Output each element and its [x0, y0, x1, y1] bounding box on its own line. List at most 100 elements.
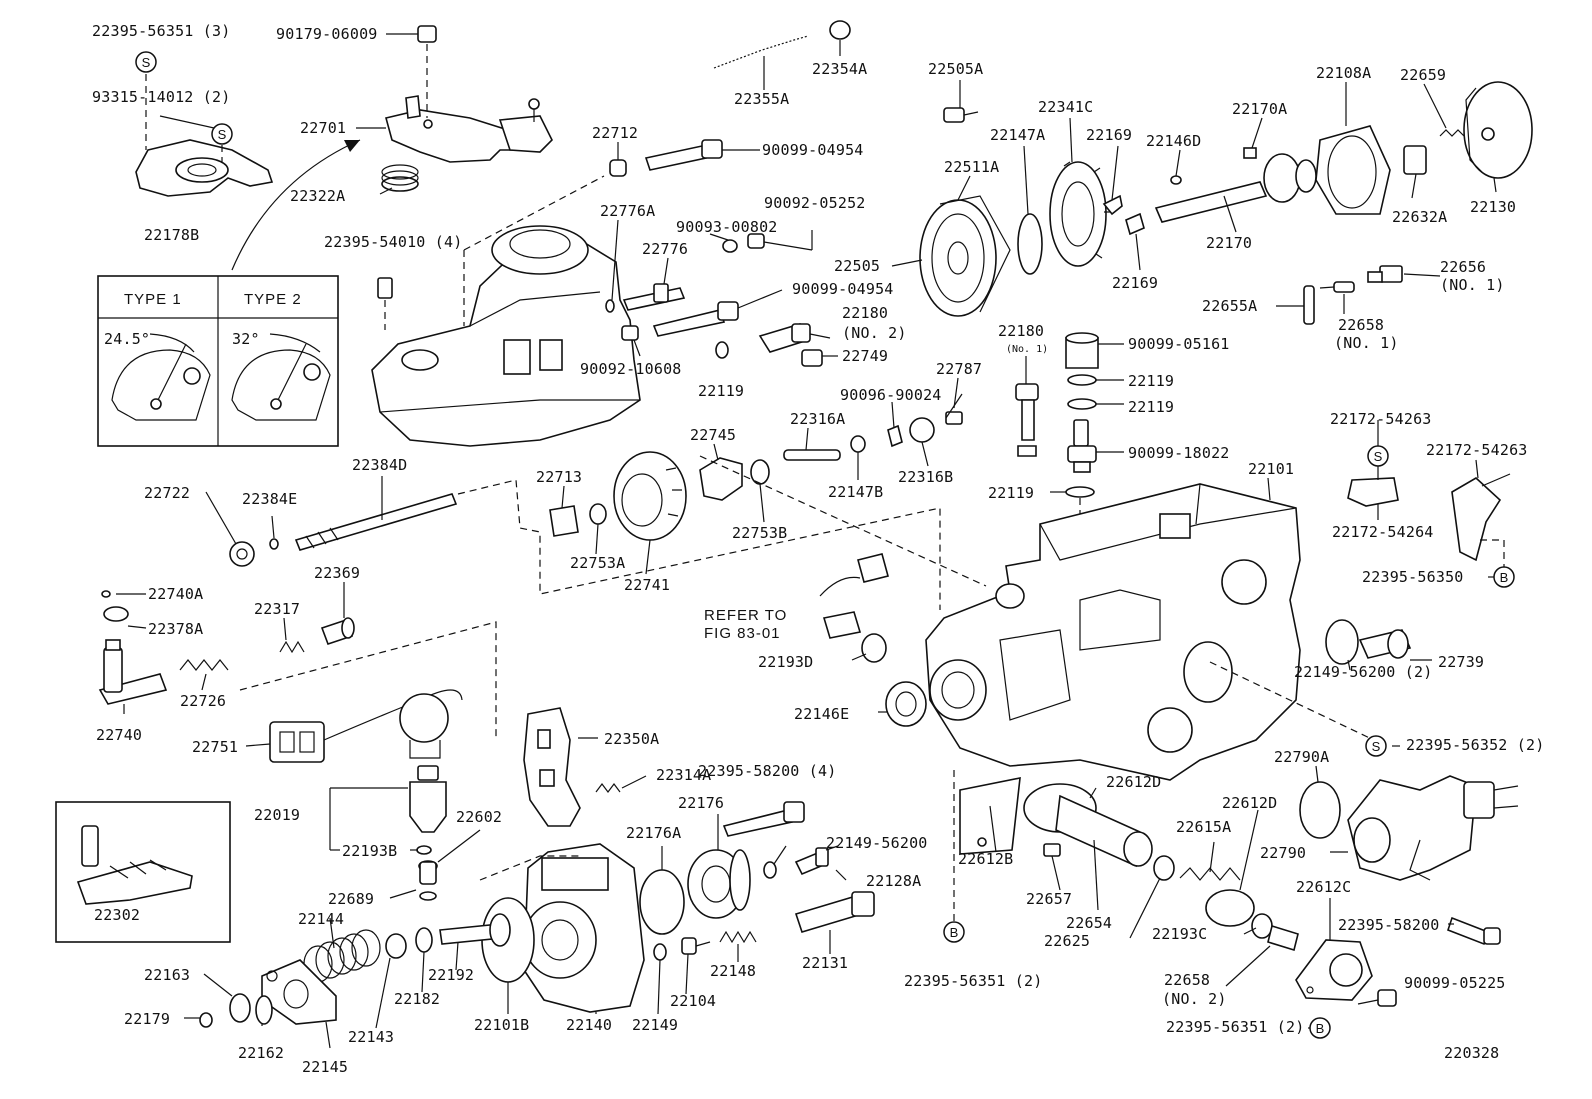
type1-label: TYPE 1 — [124, 291, 182, 308]
part-22740-lever — [98, 639, 168, 705]
label-22193C: 22193C — [1152, 925, 1207, 943]
label-22170: 22170 — [1206, 234, 1252, 252]
part-22169-key-b — [1125, 212, 1145, 236]
diagram-id: 220328 — [1444, 1044, 1499, 1062]
label-22713: 22713 — [536, 468, 582, 486]
part-22722-nut — [229, 541, 255, 567]
part-22104-screw — [681, 937, 711, 955]
part-22350A-bracket — [523, 707, 581, 827]
label-22739: 22739 — [1438, 653, 1484, 671]
label-22162: 22162 — [238, 1044, 284, 1062]
part-22170-shaft — [1154, 153, 1317, 223]
label-22314A: 22314A — [656, 766, 711, 784]
part-refer-pipe — [819, 553, 889, 639]
part-22180-no2-valve — [758, 323, 811, 353]
part-22659-spring — [1439, 129, 1465, 137]
label-22176: 22176 — [678, 794, 724, 812]
svg-text:B: B — [1500, 570, 1509, 585]
label-22726: 22726 — [180, 692, 226, 710]
label-22395-58200-4: 22395-58200 (4) — [698, 762, 836, 780]
type1-angle: 24.5° — [104, 330, 150, 348]
label-22790A: 22790A — [1274, 748, 1329, 766]
label-22395-56351-2a: 22395-56351 (2) — [904, 972, 1042, 990]
part-90179-06009-nut — [417, 25, 437, 43]
label-22701: 22701 — [300, 119, 346, 137]
label-22104: 22104 — [670, 992, 716, 1010]
label-22354A: 22354A — [812, 60, 867, 78]
label-22101B: 22101B — [474, 1016, 529, 1034]
label-22740A: 22740A — [148, 585, 203, 603]
label-22317: 22317 — [254, 600, 300, 618]
part-22632A-plate — [1403, 145, 1427, 175]
label-90099-04954-a: 90099-04954 — [762, 141, 864, 159]
label-22505A: 22505A — [928, 60, 983, 78]
part-22101-housing — [925, 483, 1301, 781]
label-22625: 22625 — [1044, 932, 1090, 950]
part-22712-nut — [609, 159, 627, 177]
part-22625-ring — [1153, 855, 1175, 881]
label-22712: 22712 — [592, 124, 638, 142]
part-22395-54010-screw — [377, 277, 393, 330]
label-22149: 22149 — [632, 1016, 678, 1034]
label-22149-56200: 22149-56200 — [826, 834, 928, 852]
label-22119-c: 22119 — [1128, 398, 1174, 416]
part-22193D-ring — [861, 633, 887, 663]
part-22612C-plate — [1295, 939, 1373, 1001]
label-22612D-b: 22612D — [1222, 794, 1277, 812]
part-22131-valve — [794, 891, 875, 933]
marker-s-1: S — [135, 51, 157, 73]
part-22655A-pin — [1303, 285, 1315, 325]
part-90099-18022-holder — [1067, 419, 1097, 473]
part-22395-58200-screw — [1447, 916, 1501, 946]
label-22119-d: 22119 — [988, 484, 1034, 502]
part-22149-ring — [653, 943, 667, 961]
part-90099-04954-bolt-a — [644, 139, 723, 171]
label-22145: 22145 — [302, 1058, 348, 1076]
svg-text:B: B — [1316, 1021, 1325, 1036]
label-22395-54010: 22395-54010 (4) — [324, 233, 462, 251]
type2-angle: 32° — [232, 330, 260, 348]
part-22146E-seal — [885, 681, 927, 727]
part-22745-weight — [699, 457, 743, 501]
part-90093-00802-washer — [722, 239, 738, 253]
label-22193D: 22193D — [758, 653, 813, 671]
part-22193B-ring — [416, 845, 432, 855]
marker-b-1: B — [1493, 566, 1515, 588]
label-22302: 22302 — [94, 906, 140, 924]
refer-text-1: REFER TO — [704, 607, 787, 624]
leader-dashed — [239, 621, 497, 740]
part-22658-no1-bolt — [1319, 281, 1355, 293]
part-22355A-wire — [713, 35, 809, 69]
part-22369-pin — [320, 617, 355, 646]
label-22395-56351-3: 22395-56351 (3) — [92, 22, 230, 40]
part-governor-housing — [371, 225, 641, 447]
arrow-curve — [231, 139, 361, 271]
part-22726-spring — [179, 659, 229, 671]
part-22148-spring — [719, 930, 757, 944]
label-22790: 22790 — [1260, 844, 1306, 862]
part-22317-spring — [279, 640, 305, 654]
part-22689-piece — [419, 861, 437, 901]
label-22147B: 22147B — [828, 483, 883, 501]
label-22316A: 22316A — [790, 410, 845, 428]
part-22378A-ring — [103, 606, 129, 622]
part-22130-cover — [1463, 81, 1533, 179]
label-22322A: 22322A — [290, 187, 345, 205]
label-22355A: 22355A — [734, 90, 789, 108]
leader-lines — [116, 33, 1497, 1049]
label-22658-no1: 22658 — [1338, 316, 1384, 334]
marker-s-4: S — [1365, 735, 1387, 757]
label-22657: 22657 — [1026, 890, 1072, 908]
marker-s-3: S — [1367, 445, 1389, 467]
part-22316B-bush — [909, 417, 935, 443]
label-22395-56351-2b: 22395-56351 (2) — [1166, 1018, 1304, 1036]
part-90092-10608-nut — [621, 325, 639, 341]
part-22178B-plate — [135, 139, 274, 197]
label-22612C: 22612C — [1296, 878, 1351, 896]
part-22163-ring — [229, 993, 251, 1023]
label-22511A: 22511A — [944, 158, 999, 176]
part-22108A-cup — [1315, 125, 1391, 215]
label-90092-05252: 90092-05252 — [764, 194, 866, 212]
label-22751: 22751 — [192, 738, 238, 756]
part-22145-plate — [261, 959, 337, 1025]
